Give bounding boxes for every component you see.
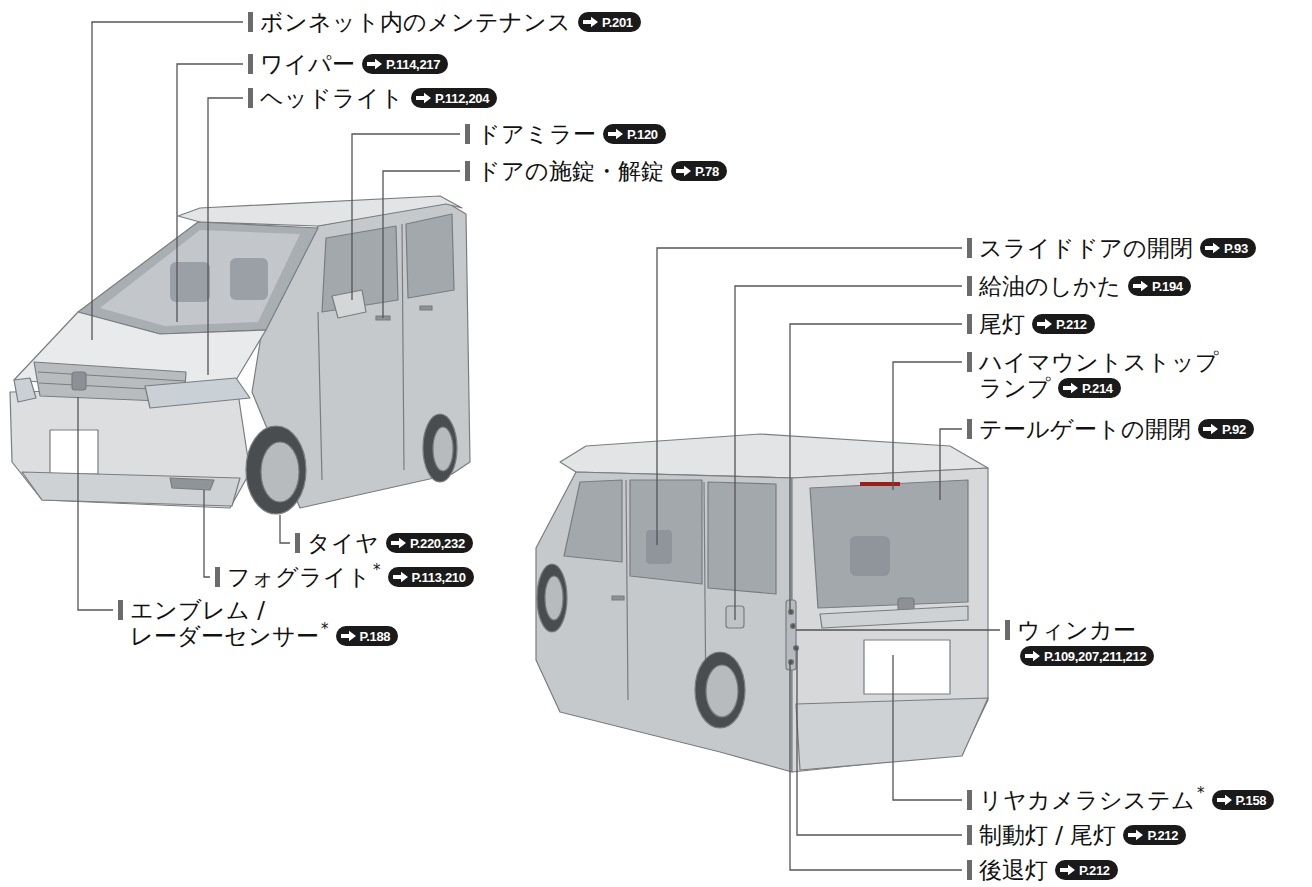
- option-mark: *: [373, 563, 381, 578]
- part-name: タイヤ: [307, 530, 379, 556]
- part-name: ドアの施錠・解錠: [477, 158, 664, 184]
- callout-bar: [248, 88, 253, 108]
- callout-bar: [967, 419, 972, 439]
- leader-lines: [78, 22, 1000, 870]
- page-number: P.212: [1056, 317, 1087, 332]
- page-reference-badge: P.212: [1123, 825, 1186, 845]
- page-reference-badge: P.109,207,211,212: [1020, 646, 1154, 666]
- callout-bar: [118, 600, 123, 620]
- callout-bar: [248, 54, 253, 74]
- arrow-icon: [1036, 318, 1053, 330]
- part-name: フォグライト: [227, 564, 371, 590]
- page-reference-badge: P.112,204: [411, 88, 497, 108]
- option-mark: *: [321, 622, 329, 637]
- part-name: スライドドアの開閉: [979, 235, 1193, 261]
- arrow-icon: [1062, 382, 1079, 394]
- page-reference-badge: P.214: [1058, 378, 1121, 398]
- callout-bar: [465, 161, 470, 181]
- part-name: エンブレム / レーダーセンサー: [130, 597, 319, 649]
- page-reference-badge: P.201: [578, 12, 641, 32]
- callout-bar: [967, 238, 972, 258]
- callout-bar: [1005, 620, 1010, 640]
- arrow-icon: [1127, 829, 1144, 841]
- part-name: ウィンカー: [1017, 617, 1136, 643]
- part-name: 後退灯: [979, 857, 1048, 883]
- callout-bar: [215, 567, 220, 587]
- part-name: ヘッドライト: [260, 85, 404, 111]
- arrow-icon: [1216, 794, 1233, 806]
- arrow-icon: [607, 128, 624, 140]
- page-number: P.112,204: [435, 91, 489, 106]
- callout-bar: [967, 860, 972, 880]
- page-number: P.220,232: [410, 536, 465, 551]
- page-reference-badge: P.92: [1198, 419, 1254, 439]
- part-name: 給油のしかた: [979, 273, 1121, 299]
- page-number: P.188: [360, 629, 391, 644]
- page-number: P.201: [602, 15, 633, 30]
- page-number: P.93: [1224, 241, 1248, 256]
- page-reference-badge: P.212: [1055, 860, 1118, 880]
- page-number: P.78: [695, 164, 719, 179]
- page-reference-badge: P.93: [1200, 238, 1256, 258]
- page-number: P.214: [1082, 381, 1113, 396]
- part-name: ドアミラー: [477, 121, 596, 147]
- page-number: P.113,210: [412, 570, 466, 585]
- arrow-icon: [392, 571, 409, 583]
- part-name: リヤカメラシステム: [979, 787, 1195, 813]
- arrow-icon: [366, 58, 383, 70]
- page-reference-badge: P.220,232: [386, 533, 473, 553]
- callout-bar: [967, 352, 972, 372]
- arrow-icon: [1059, 864, 1076, 876]
- arrow-icon: [1024, 650, 1041, 662]
- callout-bar: [967, 314, 972, 334]
- callout-bar: [465, 124, 470, 144]
- callout-bar: [248, 12, 253, 32]
- page-reference-badge: P.212: [1032, 314, 1095, 334]
- page-number: P.194: [1152, 279, 1183, 294]
- part-name: テールゲートの開閉: [979, 416, 1191, 442]
- arrow-icon: [582, 16, 599, 28]
- page-number: P.158: [1236, 793, 1267, 808]
- page-reference-badge: P.120: [603, 124, 666, 144]
- page-reference-badge: P.114,217: [362, 54, 448, 74]
- callout-bar: [967, 790, 972, 810]
- page-number: P.120: [627, 127, 658, 142]
- arrow-icon: [1202, 423, 1219, 435]
- part-name: 制動灯 / 尾灯: [979, 822, 1116, 848]
- page-number: P.92: [1222, 422, 1246, 437]
- callout-bar: [967, 825, 972, 845]
- part-name: ボンネット内のメンテナンス: [260, 9, 571, 35]
- page-number: P.212: [1079, 863, 1110, 878]
- part-name: ワイパー: [260, 51, 355, 77]
- page-reference-badge: P.188: [336, 626, 399, 646]
- page-reference-badge: P.158: [1212, 790, 1275, 810]
- arrow-icon: [390, 537, 407, 549]
- arrow-icon: [1132, 280, 1149, 292]
- part-name: 尾灯: [979, 311, 1025, 337]
- page-reference-badge: P.113,210: [388, 567, 474, 587]
- arrow-icon: [340, 630, 357, 642]
- page-reference-badge: P.78: [671, 161, 727, 181]
- page-number: P.109,207,211,212: [1044, 649, 1146, 664]
- arrow-icon: [675, 165, 692, 177]
- page-reference-badge: P.194: [1128, 276, 1191, 296]
- page-number: P.212: [1147, 828, 1178, 843]
- callout-bar: [295, 533, 300, 553]
- arrow-icon: [415, 92, 432, 104]
- callout-bar: [967, 276, 972, 296]
- page-number: P.114,217: [386, 57, 440, 72]
- arrow-icon: [1204, 242, 1221, 254]
- option-mark: *: [1197, 786, 1205, 801]
